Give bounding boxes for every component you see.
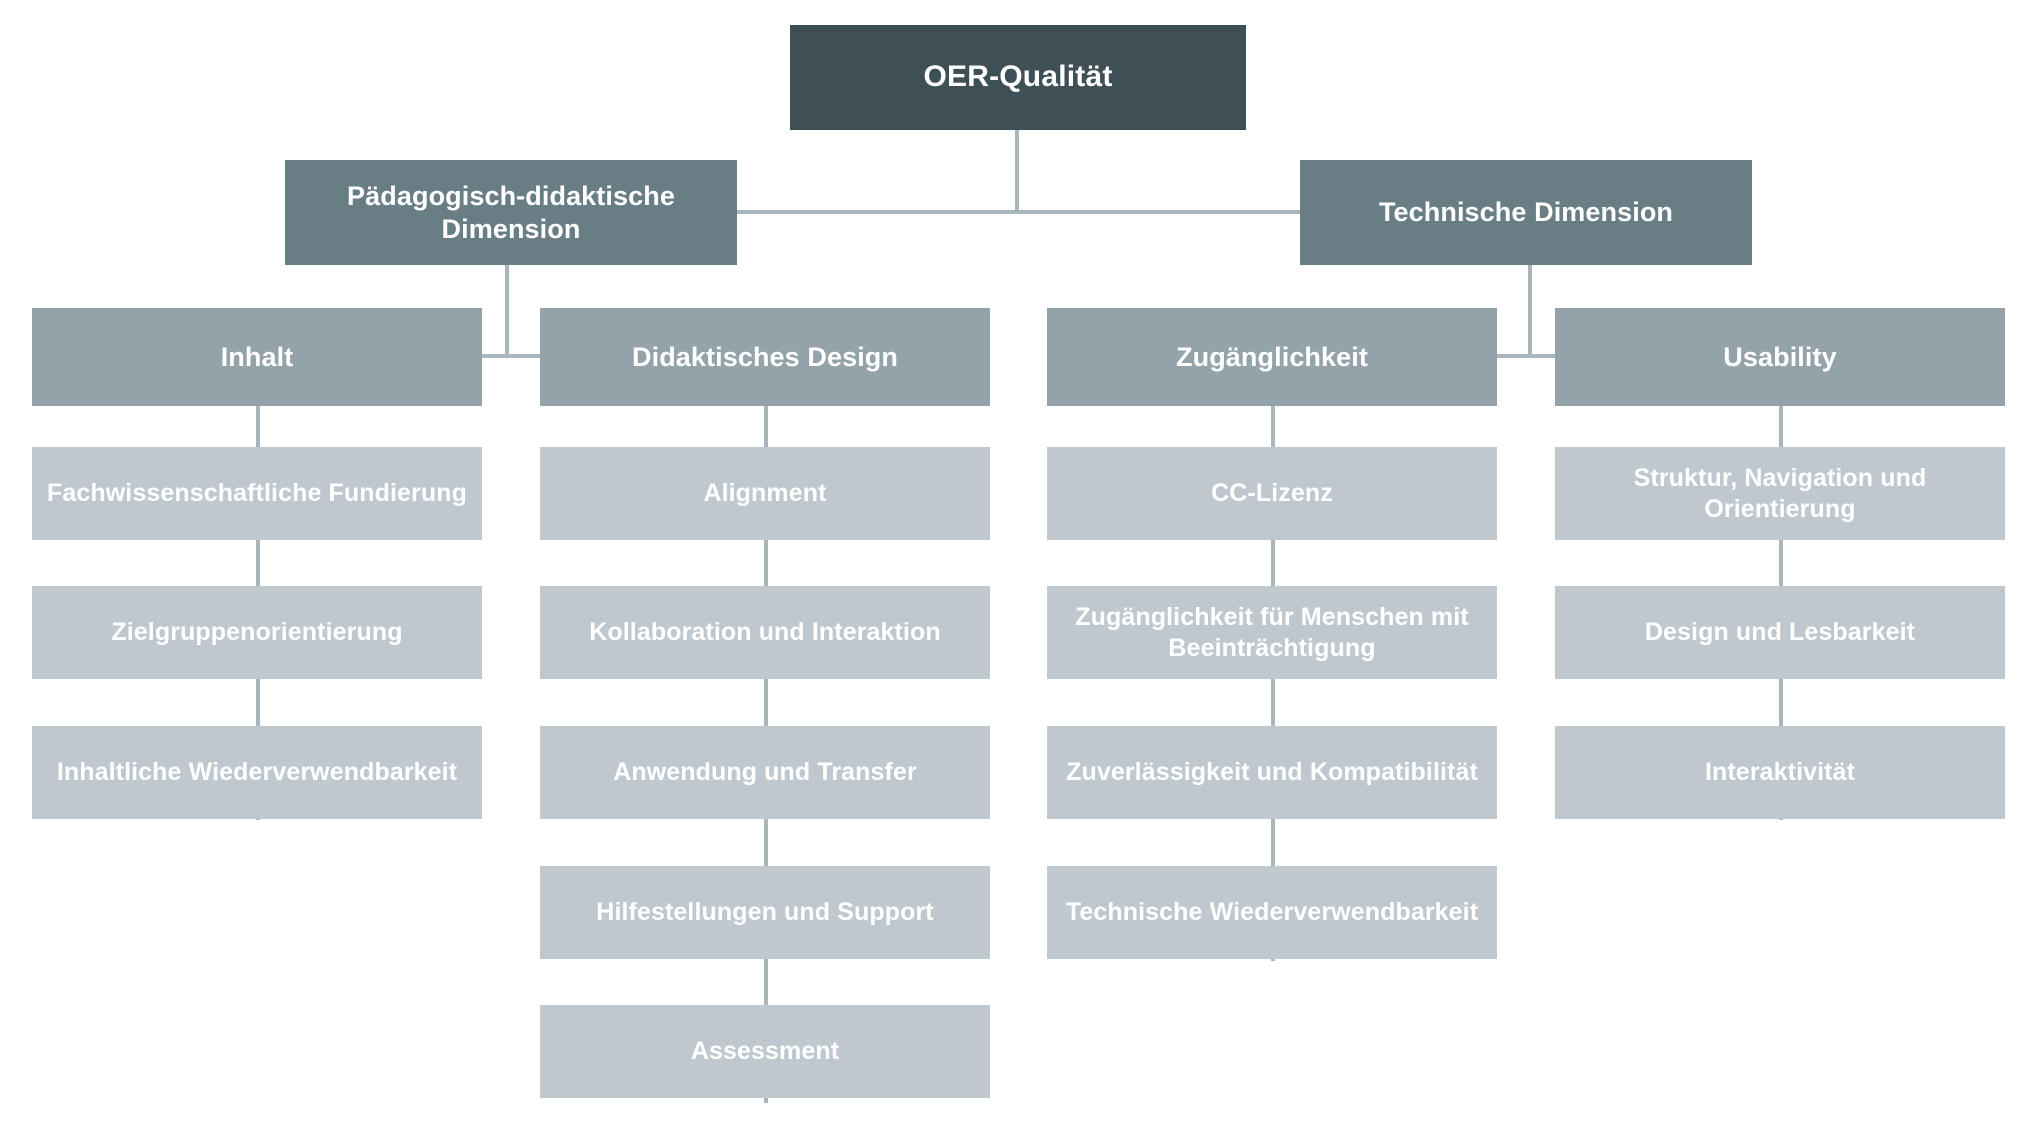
node-criterion-design-und-lesbarkeit[interactable]: Design und Lesbarkeit <box>1555 586 2005 679</box>
node-category-didaktisches-design[interactable]: Didaktisches Design <box>540 308 990 406</box>
node-criterion-technische-wiederverwendbarkeit[interactable]: Technische Wiederverwendbarkeit <box>1047 866 1497 959</box>
node-criterion-kollaboration-und-interaktion[interactable]: Kollaboration und Interaktion <box>540 586 990 679</box>
node-criterion-assessment[interactable]: Assessment <box>540 1005 990 1098</box>
node-criterion-anwendung-und-transfer[interactable]: Anwendung und Transfer <box>540 726 990 819</box>
node-dimension-paedagogisch-didaktisch[interactable]: Pädagogisch-didaktische Dimension <box>285 160 737 265</box>
node-criterion-hilfestellungen-und-support[interactable]: Hilfestellungen und Support <box>540 866 990 959</box>
node-criterion-alignment[interactable]: Alignment <box>540 447 990 540</box>
node-criterion-inhaltliche-wiederverwendbarkeit[interactable]: Inhaltliche Wiederverwendbarkeit <box>32 726 482 819</box>
node-criterion-zielgruppenorientierung[interactable]: Zielgruppenorientierung <box>32 586 482 679</box>
connector-root-bus <box>735 210 1301 214</box>
node-criterion-cc-lizenz[interactable]: CC-Lizenz <box>1047 447 1497 540</box>
node-criterion-zuverlaessigkeit-und-kompatibilitaet[interactable]: Zuverlässigkeit und Kompatibilität <box>1047 726 1497 819</box>
connector-dimension-left-bus <box>196 354 816 358</box>
node-category-zugaenglichkeit[interactable]: Zugänglichkeit <box>1047 308 1497 406</box>
connector-dimension-left-stem <box>505 265 509 357</box>
node-root-oer-qualitaet[interactable]: OER-Qualität <box>790 25 1246 130</box>
connector-dimension-right-stem <box>1528 265 1532 357</box>
node-dimension-technisch[interactable]: Technische Dimension <box>1300 160 1752 265</box>
node-criterion-struktur-navigation-und-orientierung[interactable]: Struktur, Navigation und Orientierung <box>1555 447 2005 540</box>
connector-root-stem <box>1015 130 1019 212</box>
node-criterion-zugaenglichkeit-fuer-menschen-mit-beeintraechtigung[interactable]: Zugänglichkeit für Menschen mit Beeinträ… <box>1047 586 1497 679</box>
node-criterion-fachwissenschaftliche-fundierung[interactable]: Fachwissenschaftliche Fundierung <box>32 447 482 540</box>
node-category-inhalt[interactable]: Inhalt <box>32 308 482 406</box>
node-category-usability[interactable]: Usability <box>1555 308 2005 406</box>
connector-dimension-right-bus <box>1218 354 1838 358</box>
connector-column-zugaenglichkeit <box>1271 405 1275 961</box>
node-criterion-interaktivitaet[interactable]: Interaktivität <box>1555 726 2005 819</box>
